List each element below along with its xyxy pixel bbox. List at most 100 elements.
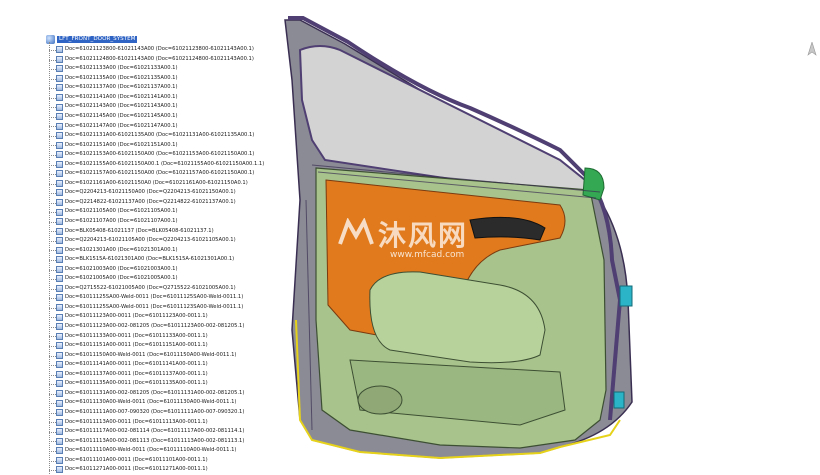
tree-node[interactable]: Doc=61021301A00 (Doc=61021301A00.1) — [46, 245, 316, 255]
tree-node-label[interactable]: Doc=61011123A00-002-081205 (Doc=61011123… — [65, 323, 245, 330]
tree-node-label[interactable]: Doc=61011125SA00-Weld-0011 (Doc=61011125… — [65, 294, 244, 301]
tree-node-label[interactable]: Doc=Q2204213-61021105A00 (Doc=Q2204213-6… — [65, 237, 236, 244]
tree-node-label[interactable]: Doc=61011117A00-002-081114 (Doc=61011117… — [65, 428, 245, 435]
tree-node-label[interactable]: Doc=61021151A00 (Doc=61021151A00.1) — [65, 141, 178, 148]
tree-node[interactable]: Doc=61021107A00 (Doc=61021107A00.1) — [46, 217, 316, 227]
tree-node-label[interactable]: Doc=Q2715522-61021005A00 (Doc=Q2715522-6… — [65, 284, 236, 291]
tree-node[interactable]: Doc=61011117A00-002-081114 (Doc=61011117… — [46, 427, 316, 437]
tree-node-label[interactable]: Doc=61011141A00-0011 (Doc=61011141A00-00… — [65, 361, 208, 368]
tree-node[interactable]: Doc=61011135A00-0011 (Doc=61011135A00-00… — [46, 379, 316, 389]
tree-node[interactable]: Doc=61021157A00-61021150A00 (Doc=6102115… — [46, 169, 316, 179]
tree-node-label[interactable]: Doc=61021107A00 (Doc=61021107A00.1) — [65, 218, 178, 225]
tree-node-label[interactable]: Doc=61021003A00 (Doc=61021003A00.1) — [65, 265, 178, 272]
tree-node[interactable]: Doc=61011113A00-002-081113 (Doc=61011113… — [46, 436, 316, 446]
tree-node-label[interactable]: Doc=61011271A00-0011 (Doc=61011271A00-00… — [65, 466, 208, 473]
tree-node-label[interactable]: Doc=61021147A00 (Doc=61021147A00.1) — [65, 122, 178, 129]
tree-node[interactable]: Doc=61021105A00 (Doc=61021105A00.1) — [46, 207, 316, 217]
tree-node-label[interactable]: Doc=61011101A00-0011 (Doc=61011101A00-00… — [65, 456, 208, 463]
part-icon — [56, 151, 63, 159]
tree-node[interactable]: Doc=61011131A00-002-081205 (Doc=61011131… — [46, 389, 316, 399]
tree-node[interactable]: Doc=BLK1515A-61021301A00 (Doc=BLK1515A-6… — [46, 255, 316, 265]
tree-node-label[interactable]: Doc=61011151A00-0011 (Doc=61011151A00-00… — [65, 342, 208, 349]
tree-node[interactable]: Doc=61011271A00-0011 (Doc=61011271A00-00… — [46, 465, 316, 475]
tree-node[interactable]: Doc=BLK05408-61021137 (Doc=BLK05408-6102… — [46, 226, 316, 236]
tree-node-label[interactable]: Doc=61021131A00-61021135A00 (Doc=6102113… — [65, 132, 255, 139]
tree-node-label[interactable]: Doc=61021301A00 (Doc=61021301A00.1) — [65, 246, 178, 253]
tree-node-label[interactable]: Doc=61021124800-61021143A00 (Doc=6102112… — [65, 55, 254, 62]
tree-node[interactable]: Doc=61021155A00-61021150A00.1 (Doc=61021… — [46, 160, 316, 170]
tree-node[interactable]: Doc=61011133A00-0011 (Doc=61011133A00-00… — [46, 331, 316, 341]
tree-node-label[interactable]: Doc=61011113A00-0011 (Doc=61011113A00-00… — [65, 418, 208, 425]
tree-branch-line — [49, 365, 56, 367]
tree-node[interactable]: Doc=61021143A00 (Doc=61021143A00.1) — [46, 102, 316, 112]
tree-node-label[interactable]: Doc=61021133A00 (Doc=61021133A00.1) — [65, 65, 178, 72]
tree-node[interactable]: Doc=61011151A00-0011 (Doc=61011151A00-00… — [46, 341, 316, 351]
tree-node-label[interactable]: Doc=61011111A00-007-090320 (Doc=61011111… — [65, 408, 245, 415]
tree-node[interactable]: Doc=61021131A00-61021135A00 (Doc=6102113… — [46, 131, 316, 141]
tree-node-label[interactable]: Doc=61021141A00 (Doc=61021141A00.1) — [65, 93, 178, 100]
tree-node-label[interactable]: Doc=61011133A00-0011 (Doc=61011133A00-00… — [65, 332, 208, 339]
tree-node[interactable]: Doc=Q2204213-61021150A00 (Doc=Q2204213-6… — [46, 188, 316, 198]
compass-icon[interactable] — [807, 42, 817, 56]
tree-node-label[interactable]: Doc=61011131A00-002-081205 (Doc=61011131… — [65, 389, 245, 396]
tree-node[interactable]: Doc=61011125SA00-Weld-0011 (Doc=61011125… — [46, 293, 316, 303]
tree-node[interactable]: Doc=61011125SA00-Weld-0011 (Doc=61011123… — [46, 303, 316, 313]
tree-node-label[interactable]: Doc=61011135A00-0011 (Doc=61011135A00-00… — [65, 380, 208, 387]
tree-node[interactable]: Doc=61011110A00-Weld-0011 (Doc=61011110A… — [46, 446, 316, 456]
tree-node[interactable]: Doc=61021147A00 (Doc=61021147A00.1) — [46, 121, 316, 131]
tree-node-label[interactable]: Doc=61011123A00-0011 (Doc=61011123A00-00… — [65, 313, 208, 320]
tree-node-label[interactable]: Doc=61021155A00-61021150A00.1 (Doc=61021… — [65, 160, 265, 167]
tree-node-label[interactable]: Doc=61011113A00-002-081113 (Doc=61011113… — [65, 437, 245, 444]
tree-node[interactable]: Doc=61011130A00-Weld-0011 (Doc=61011130A… — [46, 398, 316, 408]
tree-node[interactable]: Doc=61021137A00 (Doc=61021137A00.1) — [46, 83, 316, 93]
specification-tree[interactable]: LFT_FRONT_DOOR_SYSTEM Doc=61021123800-61… — [46, 34, 316, 475]
tree-node-label[interactable]: Doc=61021135A00 (Doc=61021135A00.1) — [65, 74, 178, 81]
tree-node[interactable]: Doc=61011101A00-0011 (Doc=61011101A00-00… — [46, 456, 316, 466]
tree-node[interactable]: Doc=61011150A00-Weld-0011 (Doc=61011150A… — [46, 351, 316, 361]
tree-node[interactable]: Doc=Q2204213-61021105A00 (Doc=Q2204213-6… — [46, 236, 316, 246]
tree-node[interactable]: Doc=Q2715522-61021005A00 (Doc=Q2715522-6… — [46, 284, 316, 294]
tree-node-label[interactable]: Doc=61021143A00 (Doc=61021143A00.1) — [65, 103, 178, 110]
tree-node-label[interactable]: Doc=BLK1515A-61021301A00 (Doc=BLK1515A-6… — [65, 256, 235, 263]
tree-node[interactable]: Doc=61011141A00-0011 (Doc=61011141A00-00… — [46, 360, 316, 370]
tree-node[interactable]: Doc=61021123800-61021143A00 (Doc=6102112… — [46, 45, 316, 55]
tree-branch-line — [49, 460, 56, 462]
tree-node[interactable]: Doc=61021124800-61021143A00 (Doc=6102112… — [46, 55, 316, 65]
tree-node-label[interactable]: Doc=61021005A00 (Doc=61021005A00.1) — [65, 275, 178, 282]
tree-node-label[interactable]: Doc=61011137A00-0011 (Doc=61011137A00-00… — [65, 370, 208, 377]
tree-node-label[interactable]: Doc=Q2204213-61021150A00 (Doc=Q2204213-6… — [65, 189, 236, 196]
tree-node-label[interactable]: Doc=Q2214822-61021137A00 (Doc=Q2214822-6… — [65, 198, 236, 205]
tree-node[interactable]: Doc=61021133A00 (Doc=61021133A00.1) — [46, 64, 316, 74]
tree-branch-line — [49, 269, 56, 271]
tree-node[interactable]: Doc=Q2214822-61021137A00 (Doc=Q2214822-6… — [46, 198, 316, 208]
tree-node[interactable]: Doc=61021141A00 (Doc=61021141A00.1) — [46, 93, 316, 103]
tree-node-label[interactable]: Doc=61011125SA00-Weld-0011 (Doc=61011123… — [65, 303, 244, 310]
tree-node-label[interactable]: Doc=61011130A00-Weld-0011 (Doc=61011130A… — [65, 399, 237, 406]
tree-node[interactable]: Doc=61021005A00 (Doc=61021005A00.1) — [46, 274, 316, 284]
tree-node[interactable]: Doc=61021145A00 (Doc=61021145A00.1) — [46, 112, 316, 122]
tree-node-label[interactable]: Doc=61021123800-61021143A00 (Doc=6102112… — [65, 46, 254, 53]
tree-node-label[interactable]: Doc=61021161A00-61021150A0 (Doc=61021161… — [65, 179, 248, 186]
tree-node[interactable]: Doc=61021153A00-61021150A00 (Doc=6102115… — [46, 150, 316, 160]
tree-node-label[interactable]: Doc=61011150A00-Weld-0011 (Doc=61011150A… — [65, 351, 237, 358]
tree-node[interactable]: Doc=61011113A00-0011 (Doc=61011113A00-00… — [46, 417, 316, 427]
tree-node-label[interactable]: Doc=61021157A00-61021150A00 (Doc=6102115… — [65, 170, 255, 177]
tree-node[interactable]: Doc=61011137A00-0011 (Doc=61011137A00-00… — [46, 370, 316, 380]
tree-node-label[interactable]: Doc=61021153A00-61021150A00 (Doc=6102115… — [65, 151, 255, 158]
tree-node[interactable]: Doc=61011111A00-007-090320 (Doc=61011111… — [46, 408, 316, 418]
tree-node[interactable]: Doc=61021135A00 (Doc=61021135A00.1) — [46, 74, 316, 84]
tree-node[interactable]: Doc=61021151A00 (Doc=61021151A00.1) — [46, 140, 316, 150]
tree-node-label[interactable]: Doc=61021145A00 (Doc=61021145A00.1) — [65, 113, 178, 119]
tree-node[interactable]: Doc=61011123A00-0011 (Doc=61011123A00-00… — [46, 312, 316, 322]
tree-node[interactable]: Doc=61011123A00-002-081205 (Doc=61011123… — [46, 322, 316, 332]
tree-node[interactable]: Doc=61021161A00-61021150A0 (Doc=61021161… — [46, 179, 316, 189]
tree-root-label[interactable]: LFT_FRONT_DOOR_SYSTEM — [57, 35, 138, 44]
tree-node[interactable]: Doc=61021003A00 (Doc=61021003A00.1) — [46, 265, 316, 275]
tree-node-label[interactable]: Doc=61021105A00 (Doc=61021105A00.1) — [65, 208, 178, 215]
tree-node-label[interactable]: Doc=BLK05408-61021137 (Doc=BLK05408-6102… — [65, 227, 214, 234]
tree-node-label[interactable]: Doc=61021137A00 (Doc=61021137A00.1) — [65, 84, 178, 91]
tree-node-label[interactable]: Doc=61011110A00-Weld-0011 (Doc=61011110A… — [65, 447, 237, 454]
tree-root[interactable]: LFT_FRONT_DOOR_SYSTEM — [46, 34, 316, 45]
